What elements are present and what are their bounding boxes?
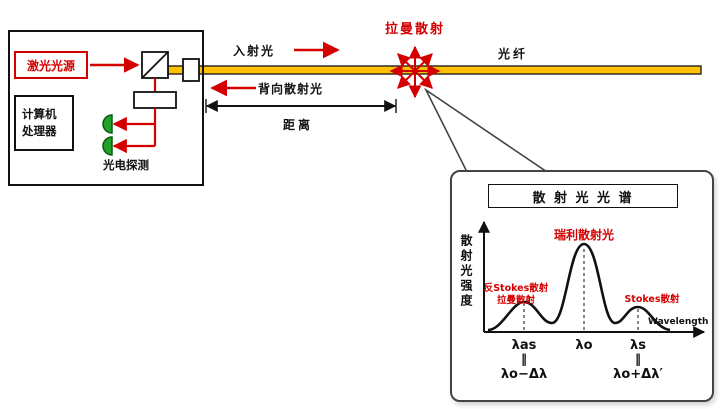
beam-splitter-diagonal: [141, 51, 169, 79]
distance-label: 距离: [283, 118, 314, 132]
equals-mark-right: ‖: [635, 352, 641, 366]
tick-lambda-as: λas: [511, 338, 537, 353]
anti-stokes-label-line1: 反Stokes散射: [483, 283, 549, 294]
spectrum-title-box: 散 射 光 光 谱: [488, 184, 678, 208]
backscatter-label: 背向散射光: [258, 82, 324, 96]
laser-source-box: 激光光源: [14, 51, 88, 79]
spectrum-plot: [478, 220, 706, 338]
spectrum-callout: 散 射 光 光 谱 散射光强度 瑞利散射光 反Stokes散射 拉曼散射 Sto…: [450, 170, 714, 402]
spectrum-title: 散 射 光 光 谱: [532, 190, 634, 206]
raman-scatter-star: [389, 45, 441, 99]
peak-guide-lines: [523, 246, 639, 330]
instrument-enclosure: [8, 30, 204, 186]
equation-anti-stokes: λo−Δλ: [500, 367, 548, 382]
computer-label-line2: 处理器: [22, 124, 57, 138]
rayleigh-peak-label: 瑞利散射光: [553, 228, 614, 242]
callout-pointer: [423, 87, 553, 175]
anti-stokes-label-line2: 拉曼散射: [496, 295, 535, 306]
spectrum-curve: [487, 242, 671, 332]
y-axis-label: 散射光强度: [459, 234, 473, 309]
photodetector2-icon: [102, 136, 113, 156]
equation-stokes: λo+Δλ′: [613, 367, 663, 382]
computer-processor-box: 计算机 处理器: [14, 95, 74, 151]
incident-light-label: 入射光: [233, 44, 276, 58]
photodetection-label: 光电探测: [103, 158, 149, 172]
fiber-label: 光纤: [498, 47, 529, 61]
raman-scatter-label: 拉曼散射: [385, 22, 446, 37]
tick-lambda-s: λs: [630, 338, 646, 353]
equals-mark-left: ‖: [521, 352, 527, 366]
photodetector1-icon: [102, 114, 113, 134]
fiber-connector: [182, 58, 200, 82]
stokes-peak-label: Stokes散射: [624, 294, 680, 305]
computer-label-line1: 计算机: [22, 106, 57, 121]
tick-lambda-o: λo: [575, 338, 593, 353]
x-axis-label: Wavelength: [648, 317, 709, 327]
laser-source-label: 激光光源: [26, 58, 75, 73]
